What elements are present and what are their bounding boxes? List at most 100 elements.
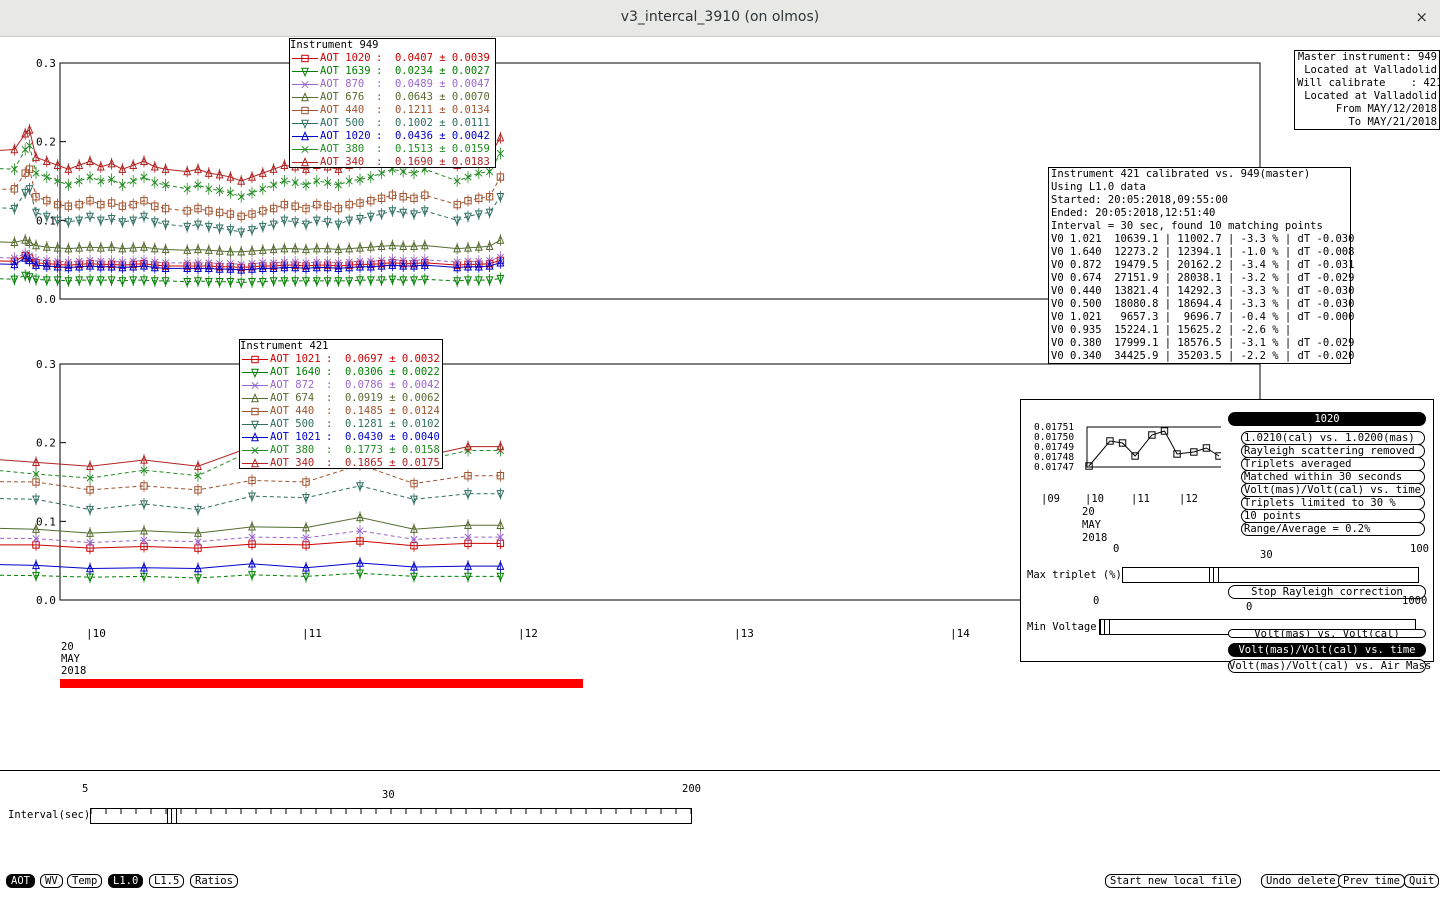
close-icon[interactable]: × — [1415, 8, 1428, 26]
data-point[interactable] — [302, 243, 310, 254]
data-point[interactable] — [118, 218, 127, 228]
mini-data-point[interactable] — [1131, 452, 1139, 460]
data-point[interactable] — [96, 261, 105, 271]
data-point[interactable] — [183, 244, 192, 254]
data-point[interactable] — [345, 262, 354, 272]
data-point[interactable] — [226, 226, 235, 236]
data-point[interactable] — [10, 254, 18, 262]
legend-marker[interactable] — [251, 368, 259, 378]
data-point[interactable] — [485, 193, 494, 201]
max-triplet-slider[interactable] — [1122, 567, 1419, 583]
data-point[interactable] — [345, 177, 353, 185]
data-point[interactable] — [118, 202, 127, 210]
data-point[interactable] — [25, 185, 34, 195]
start-new-local-file-button[interactable]: Start new local file — [1105, 874, 1242, 888]
data-point[interactable] — [32, 259, 40, 269]
data-point[interactable] — [464, 560, 472, 570]
data-point[interactable] — [410, 260, 418, 270]
data-point[interactable] — [312, 277, 321, 287]
data-point[interactable] — [291, 202, 299, 210]
data-point[interactable] — [356, 527, 364, 535]
data-point[interactable] — [21, 252, 30, 262]
data-point[interactable] — [216, 186, 224, 194]
data-point[interactable] — [345, 216, 354, 226]
data-point[interactable] — [377, 210, 386, 220]
legend-marker[interactable] — [251, 446, 259, 455]
data-point[interactable] — [215, 224, 224, 234]
data-point[interactable] — [291, 277, 300, 287]
data-point[interactable] — [97, 177, 105, 185]
data-point[interactable] — [410, 561, 418, 571]
data-point[interactable] — [118, 163, 127, 173]
data-point[interactable] — [420, 240, 429, 250]
data-point[interactable] — [269, 243, 278, 254]
data-point[interactable] — [496, 173, 505, 181]
data-point[interactable] — [464, 173, 472, 181]
data-point[interactable] — [377, 194, 386, 203]
data-point[interactable] — [259, 185, 267, 193]
data-point[interactable] — [496, 441, 505, 451]
data-point[interactable] — [312, 216, 321, 226]
data-point[interactable] — [377, 276, 386, 286]
data-point[interactable] — [334, 181, 342, 189]
data-point[interactable] — [10, 236, 19, 247]
data-point[interactable] — [464, 196, 472, 205]
data-type-button-l15[interactable]: L1.5 — [149, 874, 185, 888]
data-point[interactable] — [496, 472, 505, 480]
legend-marker[interactable] — [301, 157, 309, 167]
data-point[interactable] — [129, 177, 137, 185]
data-point[interactable] — [75, 200, 83, 209]
data-point[interactable] — [215, 208, 224, 217]
data-point[interactable] — [204, 244, 213, 254]
data-point[interactable] — [366, 276, 375, 286]
data-point[interactable] — [107, 158, 116, 168]
data-point[interactable] — [345, 243, 354, 253]
data-point[interactable] — [334, 163, 343, 173]
data-point[interactable] — [356, 175, 364, 183]
data-point[interactable] — [366, 261, 375, 271]
data-point[interactable] — [464, 490, 472, 500]
ratio-option-item[interactable]: Volt(mas)/Volt(cal) vs. time — [1241, 483, 1425, 497]
data-point[interactable] — [25, 273, 34, 283]
data-point[interactable] — [313, 177, 321, 185]
data-point[interactable] — [248, 558, 256, 568]
data-point[interactable] — [194, 277, 202, 287]
data-point[interactable] — [150, 218, 159, 228]
legend-marker[interactable] — [301, 106, 309, 115]
mini-data-point[interactable] — [1118, 439, 1127, 447]
data-point[interactable] — [21, 234, 30, 244]
data-point[interactable] — [496, 274, 505, 285]
data-point[interactable] — [377, 260, 386, 270]
data-point[interactable] — [399, 276, 408, 286]
data-point[interactable] — [194, 505, 202, 515]
data-point[interactable] — [269, 204, 278, 213]
data-point[interactable] — [356, 511, 364, 522]
data-point[interactable] — [53, 159, 62, 169]
data-point[interactable] — [248, 245, 256, 255]
data-point[interactable] — [96, 276, 105, 286]
data-point[interactable] — [194, 472, 202, 480]
data-point[interactable] — [464, 242, 472, 252]
interval-slider-thumb[interactable] — [166, 809, 177, 823]
data-point[interactable] — [140, 212, 148, 222]
data-point[interactable] — [410, 276, 418, 286]
data-point[interactable] — [204, 262, 213, 273]
stop-rayleigh-button[interactable]: Stop Rayleigh correction — [1228, 585, 1426, 599]
data-point[interactable] — [237, 228, 246, 238]
data-point[interactable] — [183, 166, 192, 176]
data-point[interactable] — [86, 527, 94, 537]
data-point[interactable] — [226, 263, 235, 273]
data-point[interactable] — [162, 181, 170, 189]
data-point[interactable] — [345, 200, 353, 209]
data-point[interactable] — [280, 216, 289, 226]
data-point[interactable] — [96, 161, 105, 171]
data-point[interactable] — [75, 261, 84, 271]
data-point[interactable] — [140, 241, 148, 251]
data-type-button-aot[interactable]: AOT — [6, 874, 35, 888]
data-type-button-temp[interactable]: Temp — [67, 874, 103, 888]
data-point[interactable] — [194, 262, 202, 273]
data-point[interactable] — [464, 212, 472, 222]
data-point[interactable] — [258, 262, 267, 273]
data-point[interactable] — [118, 243, 127, 253]
data-point[interactable] — [140, 260, 148, 270]
